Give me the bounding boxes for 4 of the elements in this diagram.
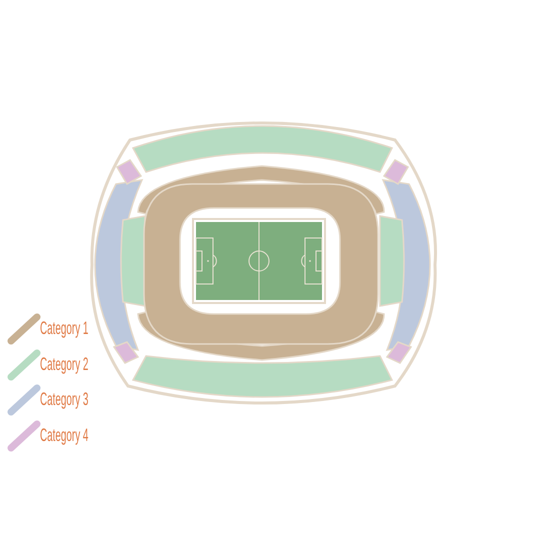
legend-label: Category 1 [40,318,88,338]
legend-label: Category 2 [40,354,88,374]
legend-label: Category 3 [40,389,88,409]
legend-label: Category 4 [40,424,88,444]
